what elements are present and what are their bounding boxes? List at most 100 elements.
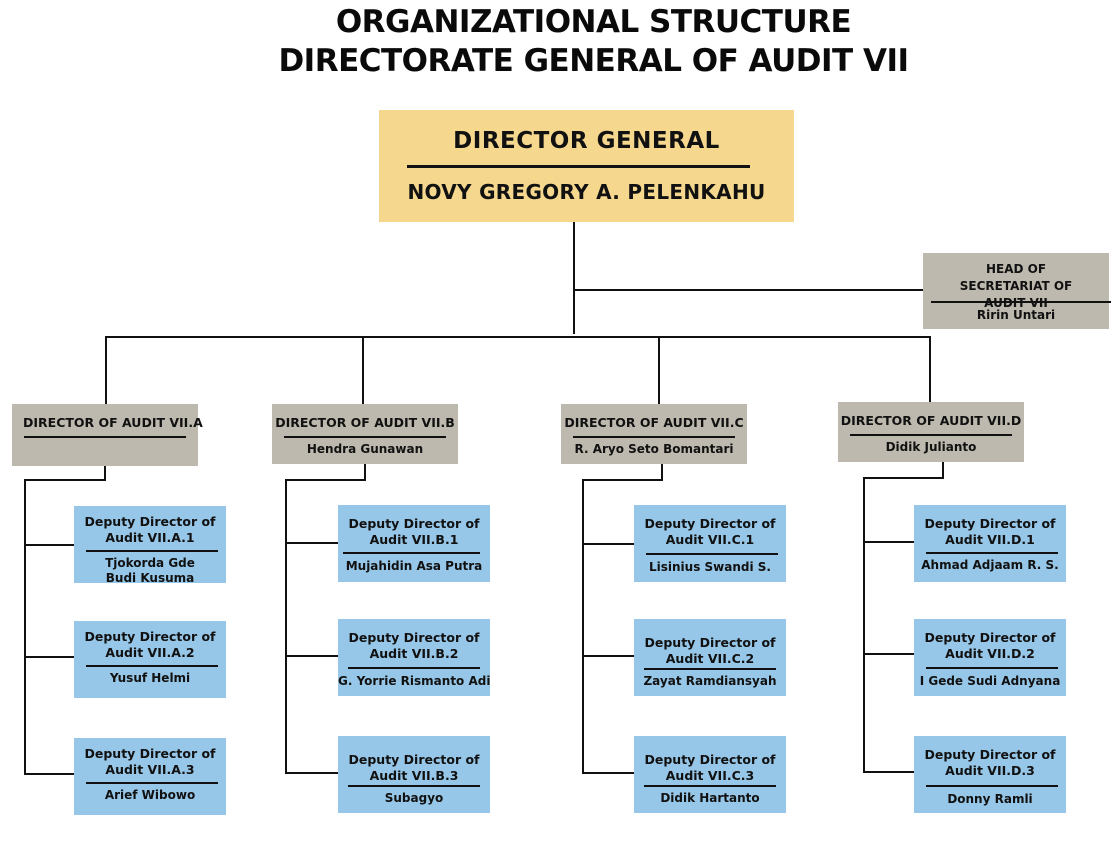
deputy-box-c3: Deputy Director of Audit VII.C.3 Didik H… (634, 736, 786, 813)
director-title: DIRECTOR OF AUDIT VII.D (840, 413, 1022, 428)
divider (644, 785, 776, 787)
divider (926, 785, 1058, 787)
deputy-b1-connector (285, 542, 338, 544)
deputy-name: Yusuf Helmi (109, 671, 191, 685)
director-c-drop (658, 336, 660, 404)
deputy-box-a3: Deputy Director of Audit VII.A.3 Arief W… (74, 738, 226, 815)
deputy-d1-connector (863, 541, 914, 543)
deputy-title: Deputy Director of Audit VII.C.1 (644, 516, 776, 547)
deputy-title: Deputy Director of Audit VII.B.2 (348, 630, 480, 661)
director-title: DIRECTOR OF AUDIT VII.B (275, 415, 455, 430)
director-b-spine (285, 479, 287, 774)
director-box-b: DIRECTOR OF AUDIT VII.B Hendra Gunawan (272, 404, 458, 464)
deputy-title: Deputy Director of Audit VII.D.2 (924, 630, 1056, 661)
director-box-a: DIRECTOR OF AUDIT VII.A (12, 404, 203, 466)
deputy-name: I Gede Sudi Adnyana (919, 674, 1061, 688)
divider (86, 550, 218, 552)
deputy-name: Tjokorda Gde Budi Kusuma (105, 556, 195, 585)
director-b-branch-top (285, 479, 366, 481)
deputy-name: Subagyo (384, 791, 444, 805)
dg-vertical-connector (573, 222, 575, 334)
deputy-box-b3: Deputy Director of Audit VII.B.3 Subagyo (338, 736, 490, 813)
director-general-box: DIRECTOR GENERAL NOVY GREGORY A. PELENKA… (379, 110, 794, 222)
director-title: DIRECTOR OF AUDIT VII.C (564, 415, 744, 430)
director-d-branch-vertical (942, 462, 944, 478)
director-a-spine (24, 479, 26, 775)
divider (646, 553, 778, 555)
director-c-spine (582, 479, 584, 774)
deputy-title: Deputy Director of Audit VII.B.1 (348, 516, 480, 547)
deputy-title: Deputy Director of Audit VII.C.3 (644, 752, 776, 783)
director-d-branch-top (863, 477, 944, 479)
divider (348, 667, 480, 669)
director-d-spine (863, 477, 865, 773)
director-general-title: DIRECTOR GENERAL (453, 128, 720, 154)
deputy-a1-connector (24, 544, 74, 546)
deputy-c2-connector (582, 655, 634, 657)
secretariat-box: HEAD OF SECRETARIAT OF AUDIT VII Ririn U… (923, 253, 1111, 329)
director-general-name: NOVY GREGORY A. PELENKAHU (407, 180, 766, 204)
divider (24, 436, 186, 438)
deputy-title: Deputy Director of Audit VII.A.2 (84, 629, 216, 660)
director-c-branch-vertical (661, 464, 663, 480)
deputy-title: Deputy Director of Audit VII.A.1 (84, 514, 216, 545)
director-box-d: DIRECTOR OF AUDIT VII.D Didik Julianto (838, 402, 1024, 462)
director-name: Didik Julianto (885, 440, 977, 454)
chart-title-line-2: DIRECTORATE GENERAL OF AUDIT VII (278, 43, 909, 79)
directors-horizontal-bus (105, 336, 931, 338)
deputy-title: Deputy Director of Audit VII.B.3 (348, 752, 480, 783)
director-box-c: DIRECTOR OF AUDIT VII.C R. Aryo Seto Bom… (561, 404, 747, 464)
deputy-d2-connector (863, 653, 914, 655)
director-c-branch-top (582, 479, 663, 481)
deputy-box-c1: Deputy Director of Audit VII.C.1 Lisiniu… (634, 505, 786, 582)
divider (86, 665, 218, 667)
deputy-b2-connector (285, 655, 338, 657)
deputy-title: Deputy Director of Audit VII.D.3 (924, 747, 1056, 778)
deputy-name: Arief Wibowo (104, 788, 196, 802)
director-a-branch-top (24, 479, 106, 481)
director-name: Hendra Gunawan (306, 442, 424, 456)
deputy-title: Deputy Director of Audit VII.D.1 (924, 516, 1056, 547)
divider (926, 552, 1058, 554)
deputy-name: G. Yorrie Rismanto Adi (338, 674, 491, 688)
chart-title-line-1: ORGANIZATIONAL STRUCTURE (335, 4, 852, 40)
divider (348, 785, 480, 787)
deputy-box-a1: Deputy Director of Audit VII.A.1 Tjokord… (74, 506, 226, 585)
deputy-box-d2: Deputy Director of Audit VII.D.2 I Gede … (914, 619, 1066, 696)
deputy-box-d3: Deputy Director of Audit VII.D.3 Donny R… (914, 736, 1066, 813)
deputy-name: Ahmad Adjaam R. S. (921, 558, 1059, 572)
divider (343, 552, 480, 554)
divider (850, 434, 1012, 436)
deputy-box-b1: Deputy Director of Audit VII.B.1 Mujahid… (338, 505, 490, 582)
deputy-box-a2: Deputy Director of Audit VII.A.2 Yusuf H… (74, 621, 226, 698)
director-a-drop (105, 336, 107, 404)
divider (931, 301, 1111, 303)
divider (573, 436, 735, 438)
divider (86, 782, 218, 784)
divider (644, 668, 776, 670)
deputy-box-b2: Deputy Director of Audit VII.B.2 G. Yorr… (338, 619, 490, 696)
deputy-c1-connector (582, 543, 634, 545)
deputy-box-c2: Deputy Director of Audit VII.C.2 Zayat R… (634, 619, 786, 696)
director-title: DIRECTOR OF AUDIT VII.A (23, 415, 203, 430)
divider (926, 667, 1058, 669)
deputy-title: Deputy Director of Audit VII.C.2 (644, 635, 776, 666)
deputy-title: Deputy Director of Audit VII.A.3 (84, 746, 216, 777)
divider (284, 436, 446, 438)
director-d-drop (929, 336, 931, 404)
director-b-drop (362, 336, 364, 404)
deputy-a3-connector (24, 773, 74, 775)
deputy-d3-connector (863, 771, 914, 773)
deputy-b3-connector (285, 772, 338, 774)
deputy-name: Donny Ramli (947, 792, 1033, 806)
divider (407, 165, 750, 168)
deputy-name: Zayat Ramdiansyah (643, 674, 777, 688)
secretariat-name: Ririn Untari (976, 308, 1056, 322)
deputy-box-d1: Deputy Director of Audit VII.D.1 Ahmad A… (914, 505, 1066, 582)
deputy-name: Mujahidin Asa Putra (345, 559, 483, 573)
secretariat-title: HEAD OF SECRETARIAT OF AUDIT VII (959, 262, 1073, 310)
director-name: R. Aryo Seto Bomantari (574, 442, 734, 456)
deputy-a2-connector (24, 656, 74, 658)
director-a-branch-vertical (104, 466, 106, 480)
deputy-c3-connector (582, 772, 634, 774)
